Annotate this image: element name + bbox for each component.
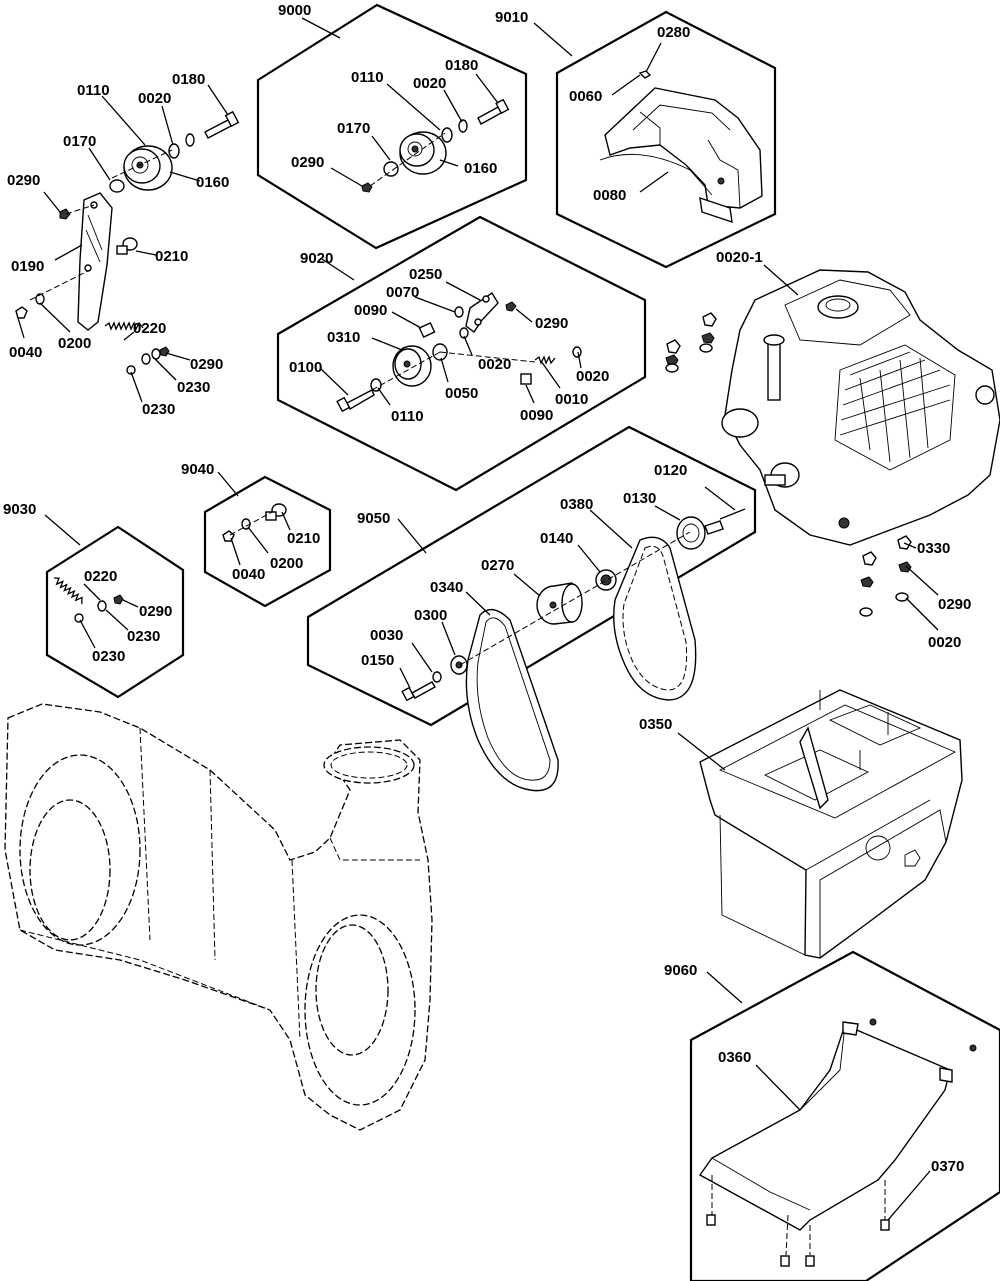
part-label: 0100 [289, 359, 322, 376]
shield-0360 [698, 1018, 977, 1267]
part-label: 0210 [155, 248, 188, 265]
part-label: 0370 [931, 1158, 964, 1175]
part-label: 0290 [535, 315, 568, 332]
part-label: 0250 [409, 266, 442, 283]
kit-9040-outline [203, 475, 332, 608]
kit-label-9050: 9050 [357, 510, 390, 527]
kit-label-9020: 9020 [300, 250, 333, 267]
kit-label-9030: 9030 [3, 501, 36, 518]
part-label: 0010 [555, 391, 588, 408]
kit-9030-outline [45, 525, 185, 699]
leader-lines [17, 42, 939, 1221]
part-label: 0020 [928, 634, 961, 651]
part-label: 0140 [540, 530, 573, 547]
part-label: 0170 [337, 120, 370, 137]
part-label: 0340 [430, 579, 463, 596]
part-label: 0300 [414, 607, 447, 624]
part-label: 0200 [270, 555, 303, 572]
part-label: 0110 [391, 408, 424, 425]
part-label: 0060 [569, 88, 602, 105]
kit-label-9040: 9040 [181, 461, 214, 478]
part-label: 0090 [520, 407, 553, 424]
part-label: 0380 [560, 496, 593, 513]
part-label: 0290 [139, 603, 172, 620]
part-label: 0180 [172, 71, 205, 88]
part-label: 0220 [84, 568, 117, 585]
part-label: 0350 [639, 716, 672, 733]
part-label: 0160 [464, 160, 497, 177]
part-label: 0220 [133, 320, 166, 337]
part-label: 0360 [718, 1049, 751, 1066]
part-label: 0180 [445, 57, 478, 74]
kit-9020-parts [336, 292, 582, 413]
kit-9060-outline [689, 950, 1000, 1281]
part-label: 0130 [623, 490, 656, 507]
part-label: 0190 [11, 258, 44, 275]
kit-9000-outline [256, 3, 528, 250]
part-label: 0040 [9, 344, 42, 361]
part-label: 0170 [63, 133, 96, 150]
part-label: 0040 [232, 566, 265, 583]
part-label: 0200 [58, 335, 91, 352]
callout-labels: 9000 9010 9020 9030 9040 9050 9060 0110 … [3, 2, 971, 1175]
part-label: 0150 [361, 652, 394, 669]
kit-9010-outline [555, 10, 777, 269]
kit-9030-parts [53, 577, 124, 623]
part-label: 0330 [917, 540, 950, 557]
part-label: 0020 [478, 356, 511, 373]
part-label: 0120 [654, 462, 687, 479]
part-label: 0280 [657, 24, 690, 41]
part-label: 0020 [413, 75, 446, 92]
auger-housing-reference [4, 703, 433, 1131]
part-label: 0230 [142, 401, 175, 418]
part-label: 0230 [127, 628, 160, 645]
part-label: 0080 [593, 187, 626, 204]
part-label: 0020 [138, 90, 171, 107]
part-label: 0310 [327, 329, 360, 346]
part-label: 0090 [354, 302, 387, 319]
part-label: 0070 [386, 284, 419, 301]
part-label: 0110 [351, 69, 384, 86]
part-label: 0020 [576, 368, 609, 385]
part-label: 0020-1 [716, 249, 763, 266]
engine-0020-1 [665, 269, 1000, 617]
part-label: 0030 [370, 627, 403, 644]
part-label: 0290 [938, 596, 971, 613]
kit-label-9010: 9010 [495, 9, 528, 26]
frame-0350 [699, 689, 963, 959]
kit-label-9060: 9060 [664, 962, 697, 979]
part-label: 0160 [196, 174, 229, 191]
kit-9050-outline [306, 425, 757, 727]
kit-9050-parts [401, 508, 746, 792]
kit-9020-outline [276, 215, 647, 492]
part-label: 0230 [177, 379, 210, 396]
kit-9000-parts [361, 98, 510, 193]
idler-bracket-assembly [15, 110, 240, 375]
part-label: 0290 [291, 154, 324, 171]
part-label: 0230 [92, 648, 125, 665]
belt-cover-0080 [599, 70, 763, 224]
kit-label-9000: 9000 [278, 2, 311, 19]
part-label: 0110 [77, 82, 110, 99]
part-label: 0050 [445, 385, 478, 402]
part-label: 0270 [481, 557, 514, 574]
part-label: 0210 [287, 530, 320, 547]
part-label: 0290 [190, 356, 223, 373]
part-label: 0290 [7, 172, 40, 189]
